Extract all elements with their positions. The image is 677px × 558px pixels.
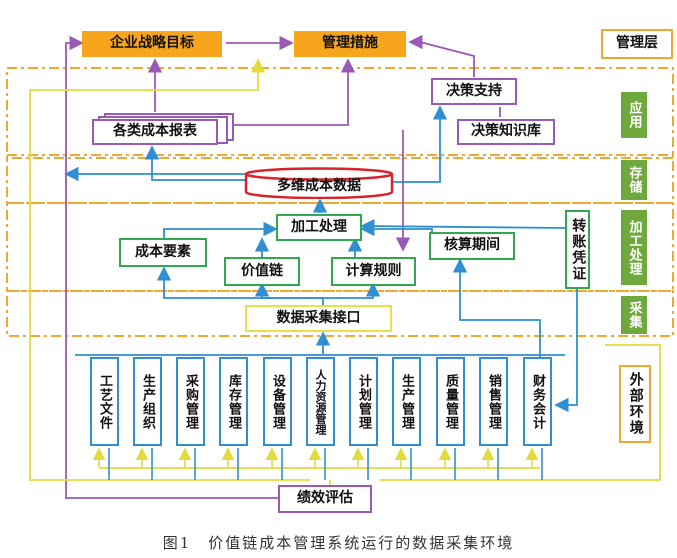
multidim-cost-data-db: 多维成本数据: [244, 167, 394, 199]
cost-reports-box: 各类成本报表: [92, 119, 218, 145]
external-source-box: 计划管理: [349, 357, 378, 446]
layer-label-processing: 加工处理: [621, 210, 647, 285]
performance-evaluation-box: 绩效评估: [278, 485, 372, 513]
cost-reports-stack: 各类成本报表: [92, 113, 234, 145]
multidim-cost-data-label: 多维成本数据: [277, 178, 361, 195]
decision-support-box: 决策支持: [431, 78, 517, 105]
database-cylinder-icon: [244, 167, 394, 199]
external-source-box: 工艺文件: [90, 357, 119, 446]
layer-label-storage: 存储: [621, 160, 647, 200]
external-source-box: 采购管理: [176, 357, 205, 446]
decision-knowledge-base-box: 决策知识库: [457, 119, 555, 145]
external-source-label: 工艺文件: [97, 373, 112, 430]
external-source-label: 生产管理: [399, 373, 414, 430]
external-source-box: 财务会计: [523, 357, 552, 446]
external-source-label: 销售管理: [486, 373, 501, 430]
external-source-box: 生产组织: [133, 357, 162, 446]
external-source-box: 库存管理: [219, 357, 248, 446]
value-chain-box: 价值链: [224, 257, 300, 286]
transfer-voucher-label: 转账凭证: [570, 217, 587, 282]
layer-label-collection: 采集: [621, 296, 647, 334]
calc-rules-box: 计算规则: [331, 257, 416, 286]
layer-label-external: 外部环境: [619, 365, 651, 443]
cost-elements-box: 成本要素: [119, 238, 207, 267]
external-source-label: 生产组织: [140, 373, 155, 430]
external-source-label: 库存管理: [226, 373, 241, 430]
layer-frames: [6, 67, 674, 337]
external-source-box: 设备管理: [263, 357, 292, 446]
transfer-voucher-box: 转账凭证: [565, 210, 590, 289]
external-source-label: 计划管理: [356, 373, 371, 430]
external-source-label: 采购管理: [183, 373, 198, 430]
management-measures-box: 管理措施: [294, 31, 406, 57]
figure-caption: 图1 价值链成本管理系统运行的数据采集环境: [162, 534, 515, 552]
external-source-box: 人力资源管理: [306, 357, 335, 446]
enterprise-strategy-box: 企业战略目标: [82, 31, 222, 57]
external-source-box: 销售管理: [479, 357, 508, 446]
external-source-box: 生产管理: [392, 357, 421, 446]
external-source-label: 质量管理: [443, 373, 458, 430]
external-source-label: 人力资源管理: [314, 368, 327, 435]
external-source-box: 质量管理: [436, 357, 465, 446]
management-layer-label: 管理层: [601, 29, 673, 59]
external-source-label: 财务会计: [530, 373, 545, 430]
layer-label-external-text: 外部环境: [627, 372, 644, 436]
accounting-period-box: 核算期间: [429, 232, 515, 260]
processing-box: 加工处理: [276, 214, 362, 241]
layer-label-application: 应用: [621, 92, 647, 138]
external-source-label: 设备管理: [270, 373, 285, 430]
data-collection-interface-box: 数据采集接口: [245, 305, 392, 332]
